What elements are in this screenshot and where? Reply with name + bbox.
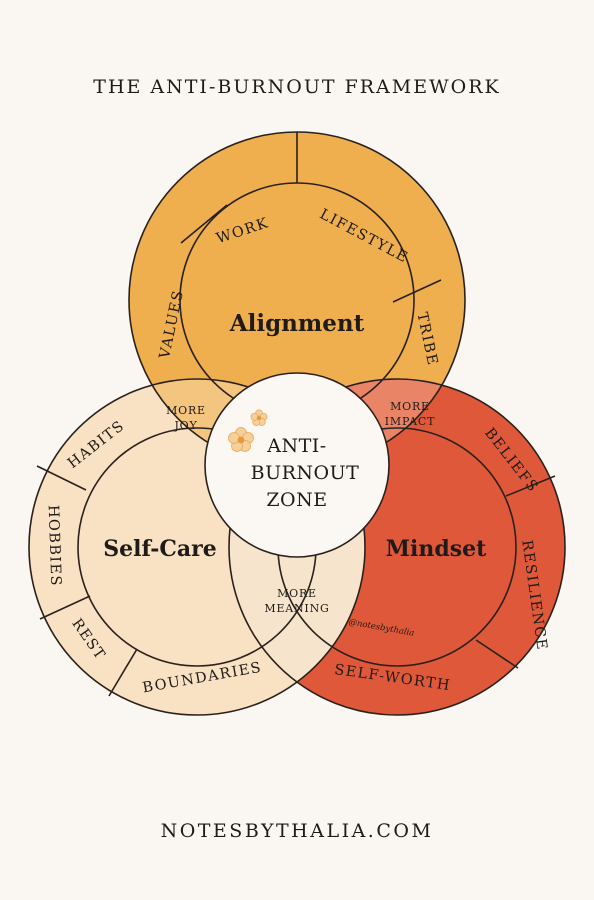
small-flower-icon — [250, 409, 268, 426]
impact-line-1: MORE — [390, 400, 430, 413]
zone-line-2: BURNOUT — [251, 462, 360, 484]
footer-url[interactable]: NOTESBYTHALIA.COM — [160, 820, 434, 842]
self-care-label: Self-Care — [103, 536, 216, 562]
joy-line-2: JOY — [173, 419, 197, 432]
zone-line-1: ANTI- — [266, 435, 326, 457]
meaning-line-1: MORE — [277, 587, 317, 600]
impact-line-2: IMPACT — [385, 415, 436, 428]
mindset-label: Mindset — [386, 536, 487, 562]
anti-burnout-zone — [204, 372, 390, 558]
alignment-label: Alignment — [229, 310, 365, 337]
joy-line-1: MORE — [166, 404, 206, 417]
zone-line-3: ZONE — [266, 489, 327, 511]
meaning-line-2: MEANING — [264, 602, 329, 615]
page-title: THE ANTI-BURNOUT FRAMEWORK — [93, 76, 501, 98]
flower-icon — [228, 427, 254, 452]
segment-hobbies: HOBBIES — [45, 505, 64, 587]
